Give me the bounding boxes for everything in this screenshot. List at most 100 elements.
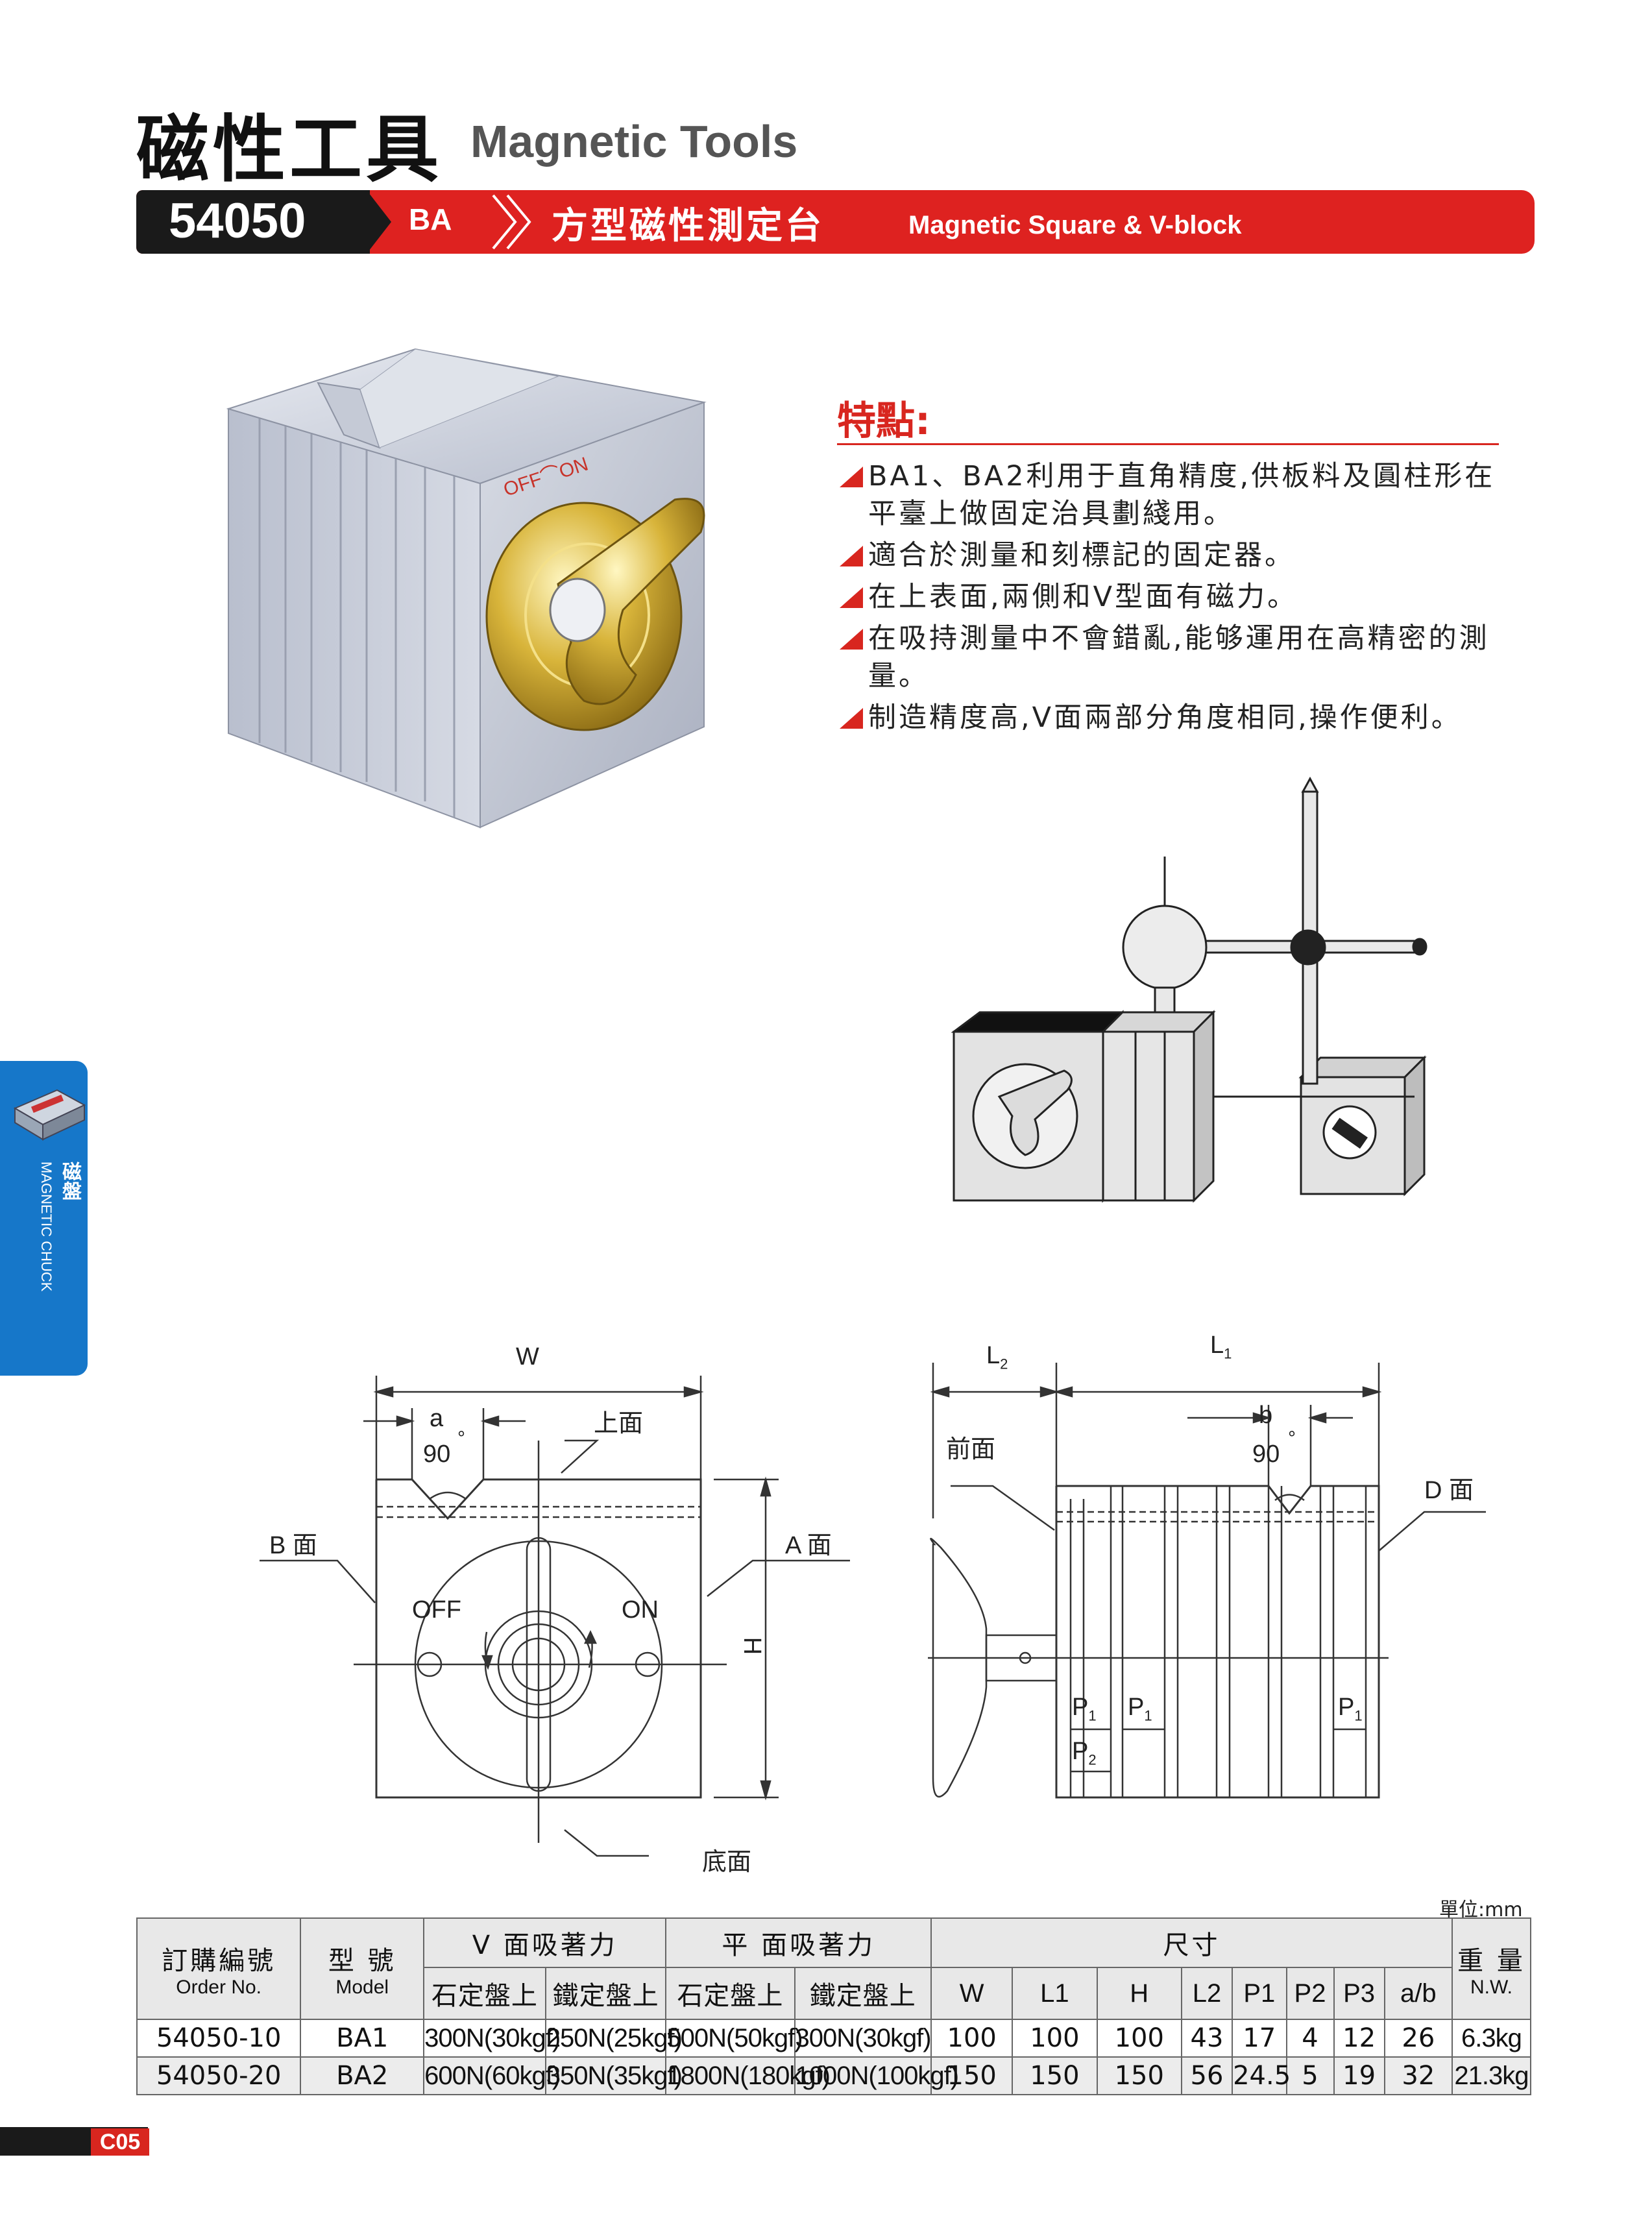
- cell-dim: 150: [930, 2056, 1014, 2095]
- feature-item: 在上表面,兩側和V型面有磁力。: [837, 578, 1525, 616]
- label-top-face: 上面: [594, 1410, 644, 1437]
- product-code: 54050: [169, 193, 306, 249]
- label-p1: P1: [1072, 1694, 1097, 1724]
- header-dim-w: W: [930, 1967, 1014, 2020]
- page-title-cn: 磁性工具: [136, 108, 443, 192]
- feature-item: 適合於測量和刻標記的固定器。: [837, 537, 1525, 574]
- cell-dim: 32: [1383, 2056, 1453, 2095]
- cell-dim: 100: [930, 2019, 1014, 2058]
- triangle-bullet-icon: [840, 629, 863, 650]
- degree-mark: °: [457, 1428, 465, 1449]
- table-row: 54050-10 BA1 300N(30kgf) 250N(25kgf) 500…: [136, 2019, 1532, 2058]
- feature-item: 在吸持測量中不會錯亂,能够運用在高精密的測量。: [837, 620, 1525, 695]
- side-tab-label-cn: 磁盤: [58, 1162, 81, 1200]
- product-model: BA: [409, 202, 452, 236]
- dim-h: H: [738, 1637, 766, 1655]
- cell-dim: 17: [1232, 2019, 1287, 2058]
- triangle-bullet-icon: [840, 587, 863, 608]
- cell-dim: 150: [1096, 2056, 1182, 2095]
- header-dimensions: 尺寸: [930, 1917, 1453, 1968]
- cell-weight: 6.3kg: [1451, 2019, 1532, 2058]
- cell-weight: 21.3kg: [1451, 2056, 1532, 2095]
- features-divider: [837, 443, 1499, 445]
- label-p1: P1: [1128, 1694, 1152, 1724]
- label-on: ON: [622, 1596, 659, 1624]
- cell-dim: 5: [1285, 2056, 1335, 2095]
- label-p2: P2: [1072, 1738, 1097, 1768]
- dim-a: a: [430, 1405, 444, 1432]
- cell-model: BA2: [300, 2056, 425, 2095]
- page-title-en: Magnetic Tools: [470, 116, 798, 167]
- header-dim-ab: a/b: [1383, 1967, 1453, 2020]
- header-v-iron: 鐵定盤上: [544, 1967, 667, 2020]
- cell-flat-iron: 1000N(100kgf): [794, 2056, 959, 2095]
- cell-order: 54050-10: [136, 2019, 302, 2058]
- banner-black-tip: [367, 190, 391, 254]
- cell-v-stone: 300N(30kgf): [423, 2019, 561, 2058]
- dim-l2: L2: [986, 1342, 1008, 1372]
- product-name-en: Magnetic Square & V-block: [908, 211, 1242, 239]
- side-view-lines: [928, 1363, 1486, 1799]
- header-dim-p1: P1: [1232, 1967, 1287, 2020]
- cell-flat-stone: 1800N(180kgf): [665, 2056, 831, 2095]
- degree-mark: °: [1288, 1428, 1296, 1449]
- header-dim-l2: L2: [1180, 1967, 1233, 2020]
- double-chevron-icon: [492, 194, 531, 250]
- label-off: OFF: [412, 1596, 461, 1624]
- cell-flat-iron: 300N(30kgf): [794, 2019, 932, 2058]
- header-v-stone: 石定盤上: [423, 1967, 546, 2020]
- dim-w: W: [516, 1343, 539, 1370]
- cell-dim: 19: [1333, 2056, 1385, 2095]
- cell-v-stone: 600N(60kgf): [423, 2056, 561, 2095]
- label-d-face: D 面: [1424, 1477, 1474, 1504]
- triangle-bullet-icon: [840, 546, 863, 566]
- cell-dim: 100: [1012, 2019, 1098, 2058]
- cell-dim: 150: [1012, 2056, 1098, 2095]
- features-list: BA1、BA2利用于直角精度,供板料及圓柱形在平臺上做固定治具劃綫用。 適合於測…: [837, 457, 1525, 740]
- label-p1: P1: [1338, 1694, 1363, 1724]
- magnetic-chuck-thumbnail: [13, 1089, 86, 1141]
- label-bottom-face: 底面: [702, 1849, 752, 1876]
- header-dim-p3: P3: [1333, 1967, 1385, 2020]
- triangle-bullet-icon: [840, 467, 863, 487]
- feature-item: BA1、BA2利用于直角精度,供板料及圓柱形在平臺上做固定治具劃綫用。: [837, 457, 1525, 533]
- angle-90: 90: [1252, 1441, 1280, 1468]
- header-dim-p2: P2: [1285, 1967, 1335, 2020]
- dim-l1: L1: [1210, 1332, 1232, 1362]
- label-a-face: A 面: [785, 1532, 832, 1559]
- cell-v-iron: 350N(35kgf): [544, 2056, 683, 2095]
- front-view-drawing: W a ° 90 上面 B 面 A 面 OFF ON H 底面: [260, 1337, 882, 1876]
- header-v-force: V 面吸著力: [423, 1917, 667, 1968]
- cell-dim: 26: [1383, 2019, 1453, 2058]
- front-view-lines: [260, 1376, 850, 1857]
- header-dim-h: H: [1096, 1967, 1182, 2020]
- header-flat-stone: 石定盤上: [665, 1967, 796, 2020]
- cell-dim: 24.5: [1232, 2056, 1291, 2095]
- table-row: 54050-20 BA2 600N(60kgf) 350N(35kgf) 180…: [136, 2056, 1532, 2095]
- side-tab-label-en: MAGNETIC CHUCK: [38, 1162, 55, 1292]
- angle-90: 90: [423, 1441, 451, 1468]
- side-view-drawing: L2 L1 b ° 90 前面 D 面 P1 P1 P1 P2: [921, 1324, 1544, 1830]
- cell-order: 54050-20: [136, 2056, 302, 2095]
- label-front-face: 前面: [946, 1436, 996, 1463]
- header-flat-force: 平 面吸著力: [665, 1917, 932, 1968]
- product-banner: 54050 BA 方型磁性測定台 Magnetic Square & V-blo…: [136, 190, 1535, 254]
- cell-dim: 4: [1285, 2019, 1335, 2058]
- cell-dim: 43: [1180, 2019, 1233, 2058]
- triangle-bullet-icon: [840, 708, 863, 729]
- page-number: C05: [91, 2128, 149, 2156]
- cell-dim: 12: [1333, 2019, 1385, 2058]
- header-flat-iron: 鐵定盤上: [794, 1967, 932, 2020]
- cell-v-iron: 250N(25kgf): [544, 2019, 683, 2058]
- features-title: 特點:: [837, 398, 930, 444]
- cell-model: BA1: [300, 2019, 425, 2058]
- header-dim-l1: L1: [1012, 1967, 1098, 2020]
- cell-flat-stone: 500N(50kgf): [665, 2019, 803, 2058]
- dim-b: b: [1259, 1402, 1273, 1429]
- cell-dim: 100: [1096, 2019, 1182, 2058]
- usage-illustration: [951, 776, 1427, 1203]
- product-photo: OFF⌒ON: [226, 348, 707, 829]
